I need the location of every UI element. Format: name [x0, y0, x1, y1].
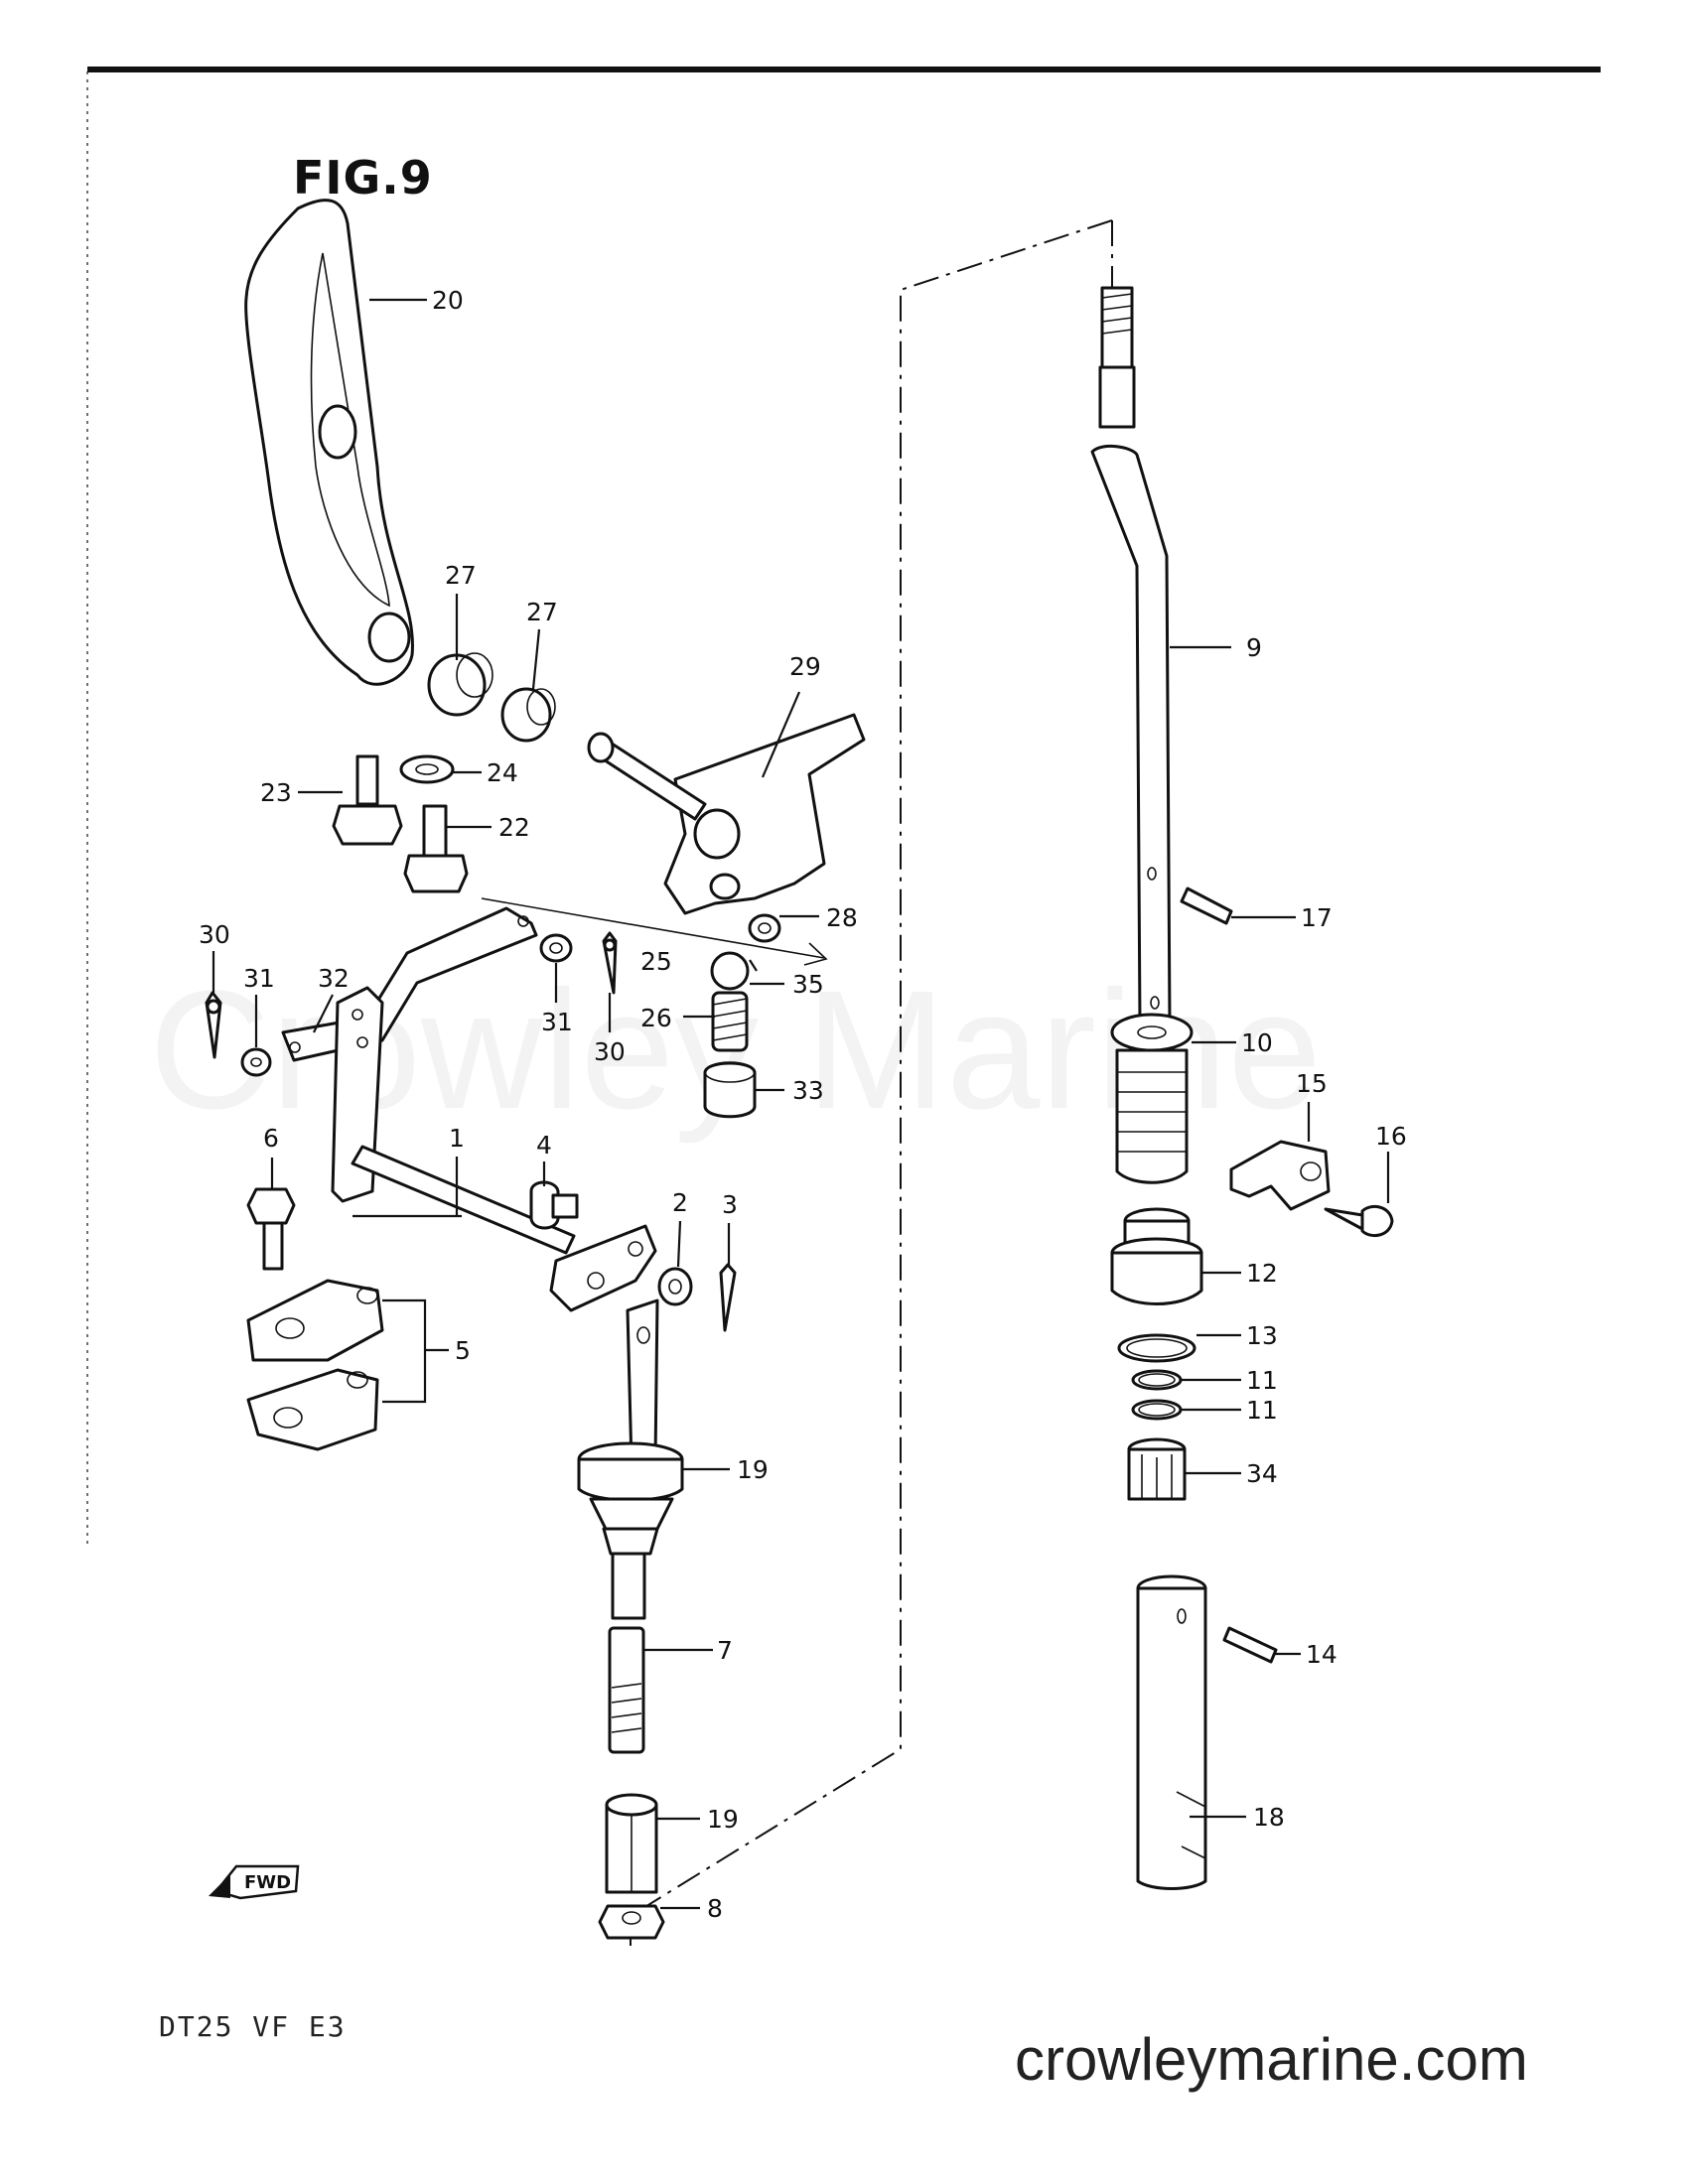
- washer-part-28: [748, 913, 781, 943]
- callout-24: 24: [487, 758, 518, 787]
- collar-part-34: [1127, 1437, 1187, 1501]
- callout-18: 18: [1253, 1803, 1285, 1832]
- ring-part-11b: [1131, 1399, 1183, 1421]
- callout-21: 20: [432, 286, 464, 315]
- pin-part-17: [1180, 887, 1233, 925]
- callout-11a: 11: [1246, 1366, 1278, 1395]
- callout-29: 29: [789, 652, 821, 681]
- washer-part-2: [657, 1267, 693, 1306]
- callout-19: 19: [707, 1805, 739, 1834]
- callout-5: 5: [455, 1336, 471, 1365]
- callout-33: 33: [792, 1076, 824, 1105]
- pin-part-14: [1222, 1626, 1278, 1664]
- callout-22: 22: [498, 813, 530, 842]
- pin-part-4: [529, 1180, 579, 1230]
- callout-30b: 30: [594, 1037, 626, 1066]
- callout-1: 1: [449, 1124, 465, 1153]
- forward-badge-text: FWD: [244, 1872, 291, 1893]
- callout-3: 3: [722, 1190, 738, 1219]
- bolt-part-6: [246, 1187, 296, 1271]
- ring-part-11a: [1131, 1369, 1183, 1391]
- callout-31b: 31: [541, 1008, 573, 1036]
- callout-16: 16: [1375, 1122, 1407, 1151]
- callout-27a: 27: [445, 561, 477, 590]
- callout-32: 32: [318, 964, 350, 993]
- figure-title: FIG.9: [293, 151, 433, 205]
- washer-part-31b: [539, 933, 573, 963]
- assembly-boundary-line: [630, 219, 1113, 1946]
- shift-rod-upper: [626, 1298, 659, 1466]
- cotter-pin-part-30a: [205, 991, 222, 1059]
- callout-34: 34: [1246, 1459, 1278, 1488]
- callout-23: 23: [260, 778, 292, 807]
- callout-4: 4: [536, 1131, 552, 1160]
- boot-part-10: [1110, 1013, 1194, 1184]
- spring-part-26: [711, 991, 749, 1052]
- shift-shaft-part-1: [331, 986, 657, 1312]
- washer-part-24: [399, 754, 455, 784]
- callout-25: 25: [640, 947, 672, 976]
- shift-rod-part-7: [608, 1552, 646, 1754]
- leader-lines: [211, 298, 1390, 1910]
- clamp-part-5: [246, 1279, 384, 1451]
- forward-direction-badge: FWD: [209, 1864, 300, 1900]
- callout-17: 17: [1301, 903, 1333, 932]
- callout-26: 26: [640, 1004, 672, 1032]
- bolt-part-22: [403, 804, 469, 893]
- callout-20: 19: [737, 1455, 769, 1484]
- site-footer-url[interactable]: crowleymarine.com: [1015, 2026, 1528, 2093]
- bushing-part-27a: [427, 652, 493, 717]
- callout-8: 8: [707, 1894, 723, 1923]
- shift-rod-part-9: [1090, 286, 1172, 1024]
- handle-grip-part-21: [244, 199, 414, 686]
- grommet-part-20: [577, 1441, 684, 1556]
- model-code: DT25 VF E3: [159, 2010, 347, 2043]
- callout-2: 2: [672, 1188, 688, 1217]
- ball-part-25: [710, 951, 750, 991]
- callout-28: 28: [826, 903, 858, 932]
- nut-part-8: [598, 1904, 665, 1940]
- clip-part-15: [1229, 1140, 1331, 1211]
- callout-9: 9: [1246, 633, 1262, 662]
- o-ring-part-13: [1117, 1333, 1196, 1363]
- shift-bracket-part-29: [587, 713, 866, 915]
- callout-27b: 27: [526, 598, 558, 626]
- callout-10: 10: [1241, 1028, 1273, 1057]
- callout-15: 15: [1296, 1069, 1328, 1098]
- seal-part-12: [1110, 1207, 1203, 1305]
- coupler-part-19: [605, 1793, 658, 1894]
- callout-12: 12: [1246, 1259, 1278, 1288]
- callout-numbers: 20 27 27 29 9 24 23 22 28 17 30 31 32 25…: [199, 286, 1407, 1923]
- callout-6: 6: [263, 1124, 279, 1153]
- lower-rod-part-18: [1136, 1574, 1207, 1890]
- indicator-arrow: [803, 942, 828, 966]
- callout-30a: 30: [199, 920, 230, 949]
- screw-part-16: [1324, 1204, 1394, 1238]
- bushing-part-33: [703, 1061, 757, 1119]
- bolt-part-23: [332, 754, 403, 846]
- callout-31a: 31: [243, 964, 275, 993]
- indicator-line-a: [481, 897, 825, 959]
- callout-13: 13: [1246, 1321, 1278, 1350]
- cotter-pin-part-30b: [602, 931, 618, 995]
- cotter-pin-part-3: [719, 1263, 737, 1332]
- callout-11b: 11: [1246, 1396, 1278, 1425]
- bushing-part-27b: [500, 687, 556, 743]
- callout-35: 35: [792, 970, 824, 999]
- callout-7: 7: [717, 1636, 733, 1665]
- washer-part-31a: [240, 1047, 272, 1077]
- callout-14: 14: [1306, 1640, 1337, 1669]
